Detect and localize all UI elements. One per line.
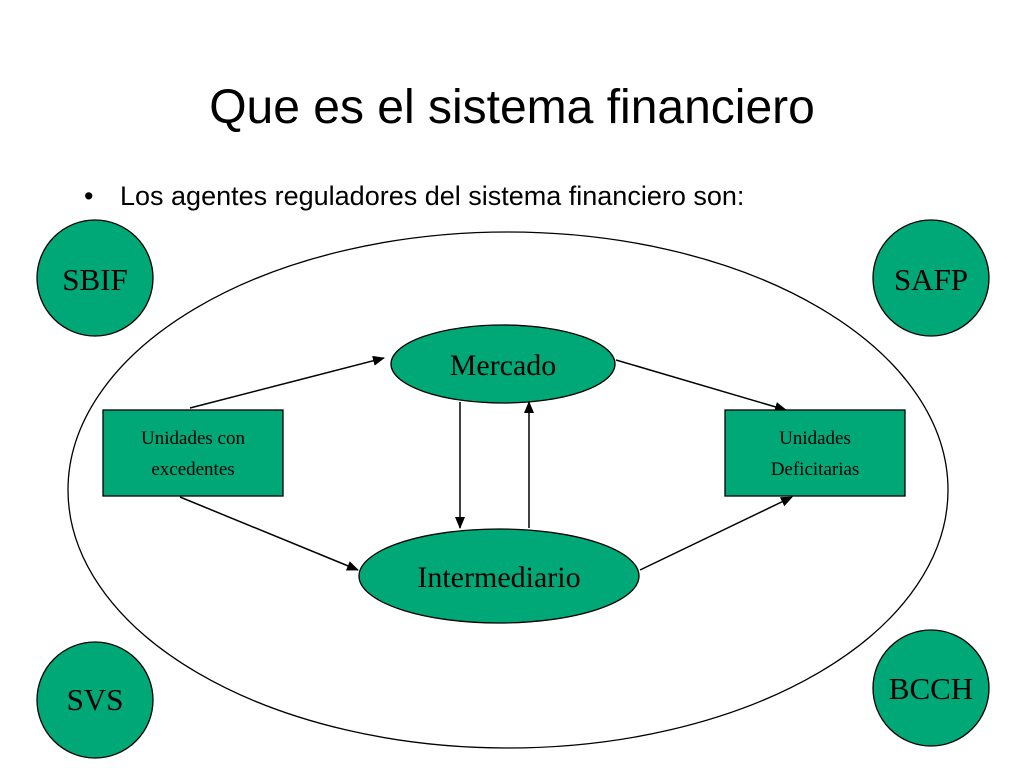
arrow-intermediario-to-deficit [639, 496, 793, 571]
regulator-bcch: BCCH [872, 629, 990, 747]
regulator-circle [872, 629, 990, 747]
node-surplus-units: Unidades con excedentes [102, 409, 284, 497]
intermediario-ellipse [358, 528, 640, 624]
regulator-sbif: SBIF [36, 219, 154, 337]
intermediario-label: Intermediario [417, 561, 580, 594]
node-deficit-units: Unidades Deficitarias [724, 409, 906, 497]
slide-title: Que es el sistema financiero [209, 81, 815, 134]
regulator-label: SAFP [894, 262, 968, 297]
arrow-surplus-to-intermediario [179, 496, 359, 571]
regulator-safp: SAFP [872, 219, 990, 337]
regulator-circle [36, 219, 154, 337]
regulator-label: SVS [67, 682, 124, 717]
surplus-units-label-line2: excedentes [151, 459, 234, 480]
node-mercado: Mercado [390, 324, 616, 404]
surplus-units-label-line1: Unidades con [141, 428, 245, 449]
regulator-circle [36, 641, 154, 759]
arrow-surplus-to-mercado [189, 355, 385, 409]
deficit-units-box [724, 409, 906, 497]
arrow-mercado-to-deficit [615, 359, 787, 412]
regulator-label: BCCH [889, 671, 973, 706]
regulator-circle [872, 219, 990, 337]
surplus-units-box [102, 409, 284, 497]
bullet-dot: • [84, 181, 94, 211]
deficit-units-label-line2: Deficitarias [771, 459, 860, 480]
regulator-label: SBIF [62, 262, 127, 297]
deficit-units-label-line1: Unidades [779, 428, 851, 449]
node-intermediario: Intermediario [358, 528, 640, 624]
mercado-ellipse [390, 324, 616, 404]
regulator-svs: SVS [36, 641, 154, 759]
mercado-label: Mercado [450, 349, 557, 382]
system-boundary-ellipse [67, 231, 949, 749]
bullet-text: Los agentes reguladores del sistema fina… [120, 181, 745, 211]
bullet-item: • Los agentes reguladores del sistema fin… [84, 178, 744, 214]
